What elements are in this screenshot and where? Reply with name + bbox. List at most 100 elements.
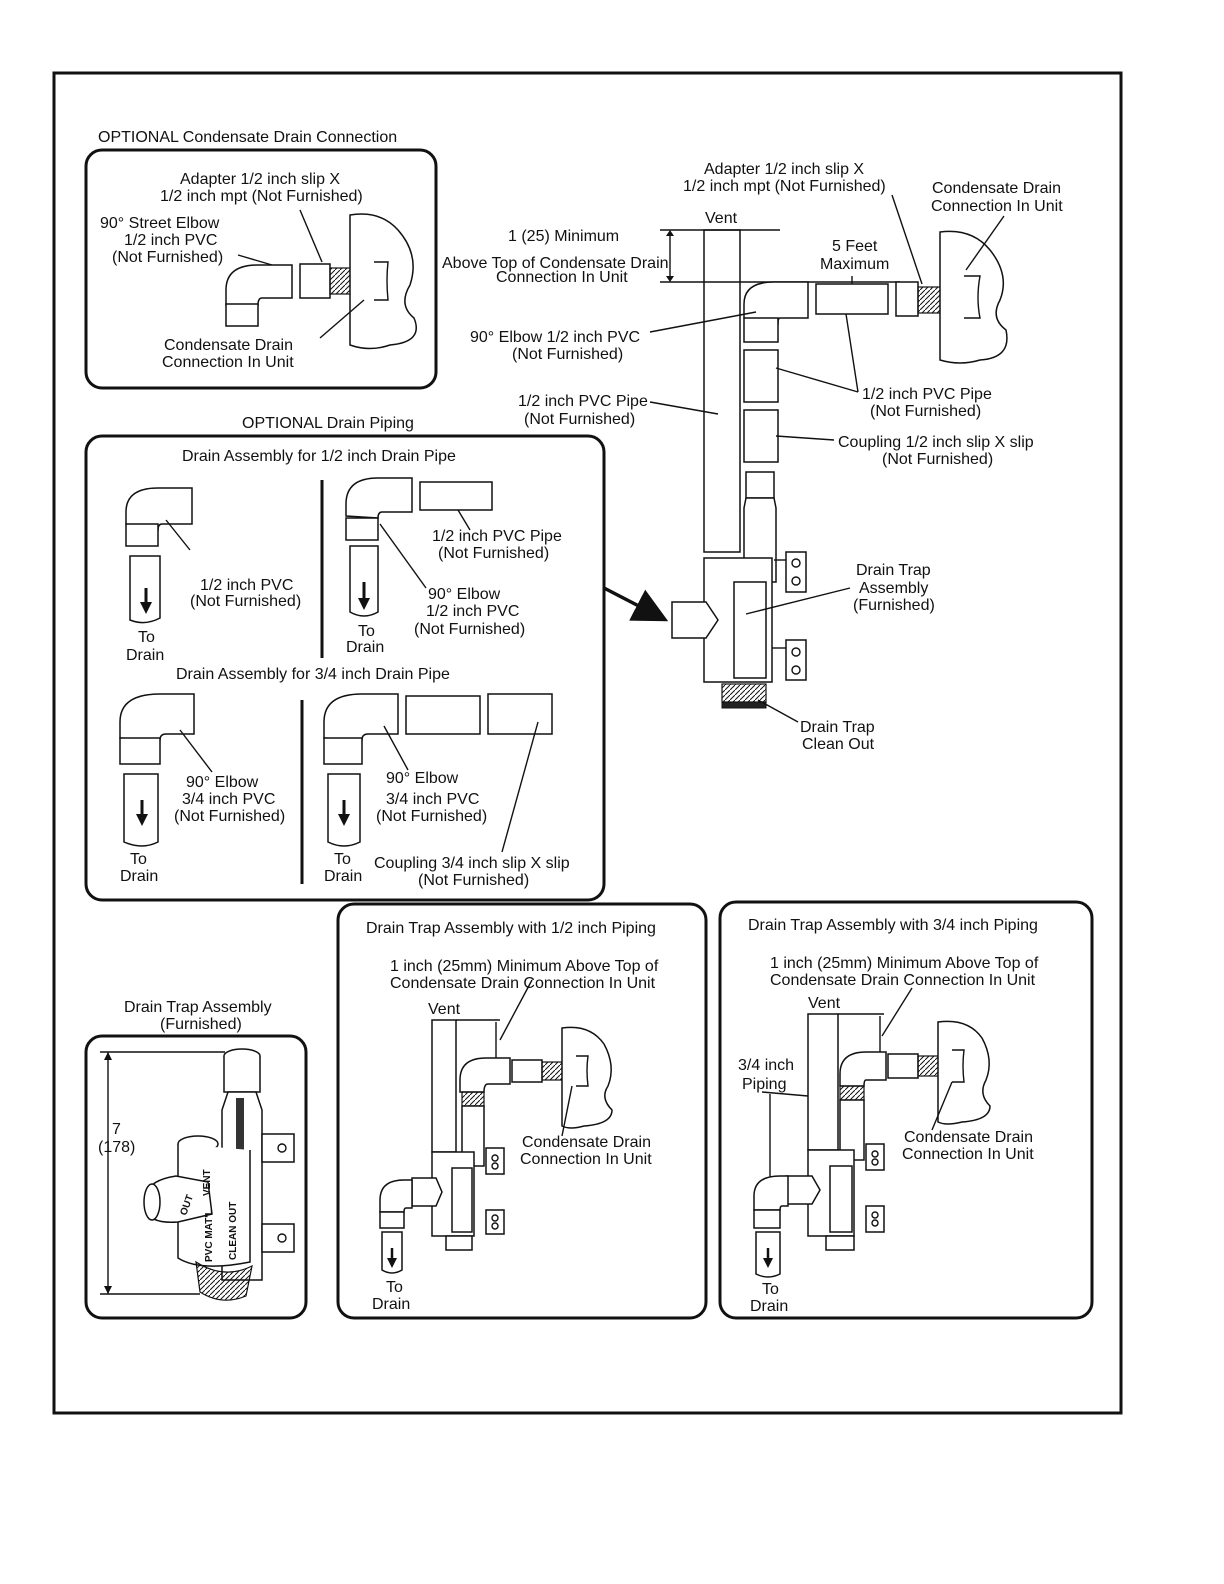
trap-clean-label-1: Drain Trap: [800, 719, 875, 736]
vent-pipe: [703, 229, 741, 553]
cond-conn-left-label-1: Condensate Drain: [164, 337, 293, 354]
piping-to-trap-arrow: [603, 586, 669, 622]
optional-condensate-title: OPTIONAL Condensate Drain Connection: [98, 129, 397, 146]
pvc-pipe-left-label-2: (Not Furnished): [524, 411, 635, 428]
min-label-3: Connection In Unit: [496, 269, 628, 286]
main-coupling: [743, 409, 779, 463]
outer-frame: [52, 71, 1123, 1415]
half-assy-title: Drain Assembly for 1/2 inch Drain Pipe: [182, 448, 456, 465]
tq-elbow-a-label-3: (Not Furnished): [174, 808, 285, 825]
street-elbow-socket: [225, 303, 259, 327]
half-pipe-label-1: 1/2 inch PVC Pipe: [432, 528, 562, 545]
unit-wall-left: [349, 213, 417, 350]
tq-coupling-label-1: Coupling 3/4 inch slip X slip: [374, 855, 570, 872]
trap-bracket-upper: [785, 551, 807, 593]
street-elbow-label-2: 1/2 inch PVC: [124, 232, 217, 249]
trap-assy-label-2: Assembly: [859, 580, 928, 597]
adapter-left: [299, 263, 331, 299]
half-cond-label-2: Connection In Unit: [520, 1151, 652, 1168]
tq-elbow-a-label-1: 90° Elbow: [186, 774, 259, 791]
adapter-left-label-2: 1/2 inch mpt (Not Furnished): [160, 188, 363, 205]
half-a-drain: Drain: [126, 647, 164, 664]
tq-piping-label-2: Piping: [742, 1076, 786, 1093]
panel-three-q-piping: Drain Trap Assembly with 3/4 inch Piping…: [718, 900, 1094, 1320]
elbow-main-label-2: (Not Furnished): [512, 346, 623, 363]
half-elbow-label-3: (Not Furnished): [414, 621, 525, 638]
panel-trap-furnished: Drain Trap Assembly (Furnished) 7 (178) …: [84, 999, 308, 1320]
street-elbow-shape: [225, 264, 293, 306]
trap-inner-tube: [733, 581, 767, 679]
panel-optional-condensate-box: [84, 148, 438, 390]
half-pipe-label-2: (Not Furnished): [438, 545, 549, 562]
half-piping-title: Drain Trap Assembly with 1/2 inch Piping: [366, 920, 656, 937]
tq-coupling-label-2: (Not Furnished): [418, 872, 529, 889]
tq-min-label-1: 1 inch (25mm) Minimum Above Top of: [770, 955, 1039, 972]
tq-a-to: To: [130, 851, 147, 868]
half-to: To: [386, 1279, 403, 1296]
half-b-drain: Drain: [346, 639, 384, 656]
tq-drain: Drain: [750, 1298, 788, 1315]
dim-label-1: 7: [112, 1121, 121, 1138]
street-elbow-label-1: 90° Street Elbow: [100, 215, 220, 232]
photo-pvc-label: PVC MAT'L: [204, 1209, 215, 1262]
trap-furn-title-1: Drain Trap Assembly: [124, 999, 272, 1016]
coupling-label-1: Coupling 1/2 inch slip X slip: [838, 434, 1034, 451]
cond-conn-right-label-1: Condensate Drain: [932, 180, 1061, 197]
main-trap-diagram: Adapter 1/2 inch slip X 1/2 inch mpt (No…: [442, 161, 1063, 753]
street-elbow-label-3: (Not Furnished): [112, 249, 223, 266]
five-feet-label-1: 5 Feet: [832, 238, 878, 255]
tq-b-to: To: [334, 851, 351, 868]
main-pvc-pipe-horizontal: [815, 283, 889, 315]
panel-half-piping-box: [336, 902, 708, 1320]
tq-piping-label-1: 3/4 inch: [738, 1057, 794, 1074]
trap-assy-label-1: Drain Trap: [856, 562, 931, 579]
tq-elbow-b-label-1: 90° Elbow: [386, 770, 459, 787]
pvc-pipe-right-label-2: (Not Furnished): [870, 403, 981, 420]
half-b-to: To: [358, 623, 375, 640]
min-label-2: Above Top of Condensate Drain: [442, 255, 669, 272]
main-elbow-socket: [743, 317, 779, 343]
pvc-pipe-right-label-1: 1/2 inch PVC Pipe: [862, 386, 992, 403]
panel-optional-piping: OPTIONAL Drain Piping Drain Assembly for…: [84, 415, 606, 902]
adapter-right: [895, 281, 919, 317]
tq-elbow-b-label-3: (Not Furnished): [376, 808, 487, 825]
half-drain: Drain: [372, 1296, 410, 1313]
unit-wall-right: [939, 230, 1008, 364]
trap-bracket-lower: [785, 639, 807, 681]
panel-three-q-piping-box: [718, 900, 1094, 1320]
tq-vent-label: Vent: [808, 995, 841, 1012]
half-pvc-label-2: (Not Furnished): [190, 593, 301, 610]
tq-to: To: [762, 1281, 779, 1298]
tq-a-drain: Drain: [120, 868, 158, 885]
main-pvc-pipe-vertical: [743, 349, 779, 403]
adapter-left-label-1: Adapter 1/2 inch slip X: [180, 171, 340, 188]
half-pvc-label-1: 1/2 inch PVC: [200, 577, 293, 594]
three-q-assy-title: Drain Assembly for 3/4 inch Drain Pipe: [176, 666, 450, 683]
panel-optional-condensate: OPTIONAL Condensate Drain Connection Ada…: [84, 129, 438, 390]
cond-conn-left-label-2: Connection In Unit: [162, 354, 294, 371]
min-label-1: 1 (25) Minimum: [508, 228, 619, 245]
half-elbow-label-1: 90° Elbow: [428, 586, 501, 603]
photo-clean-label: CLEAN OUT: [228, 1202, 239, 1260]
half-vent-label: Vent: [428, 1001, 461, 1018]
unit-drain-shape-left: [374, 261, 389, 301]
trap-photo-body: [177, 1144, 251, 1267]
tq-cond-label-2: Connection In Unit: [902, 1146, 1034, 1163]
half-min-label-2: Condensate Drain Connection In Unit: [390, 975, 656, 992]
tq-piping-title: Drain Trap Assembly with 3/4 inch Piping: [748, 917, 1038, 934]
dim-label-2: (178): [98, 1139, 135, 1156]
adapter-right-label-1: Adapter 1/2 inch slip X: [704, 161, 864, 178]
trap-outlet: [671, 601, 719, 639]
half-min-label-1: 1 inch (25mm) Minimum Above Top of: [390, 958, 659, 975]
half-elbow-label-2: 1/2 inch PVC: [426, 603, 519, 620]
trap-furn-title-2: (Furnished): [160, 1016, 242, 1033]
panel-optional-piping-box: [84, 434, 606, 902]
panel-half-piping: Drain Trap Assembly with 1/2 inch Piping…: [336, 902, 708, 1320]
optional-piping-title: OPTIONAL Drain Piping: [242, 415, 414, 432]
half-a-to: To: [138, 629, 155, 646]
five-feet-label-2: Maximum: [820, 256, 889, 273]
cond-conn-right-label-2: Connection In Unit: [931, 198, 1063, 215]
pvc-pipe-left-label-1: 1/2 inch PVC Pipe: [518, 393, 648, 410]
trap-assy-label-3: (Furnished): [853, 597, 935, 614]
